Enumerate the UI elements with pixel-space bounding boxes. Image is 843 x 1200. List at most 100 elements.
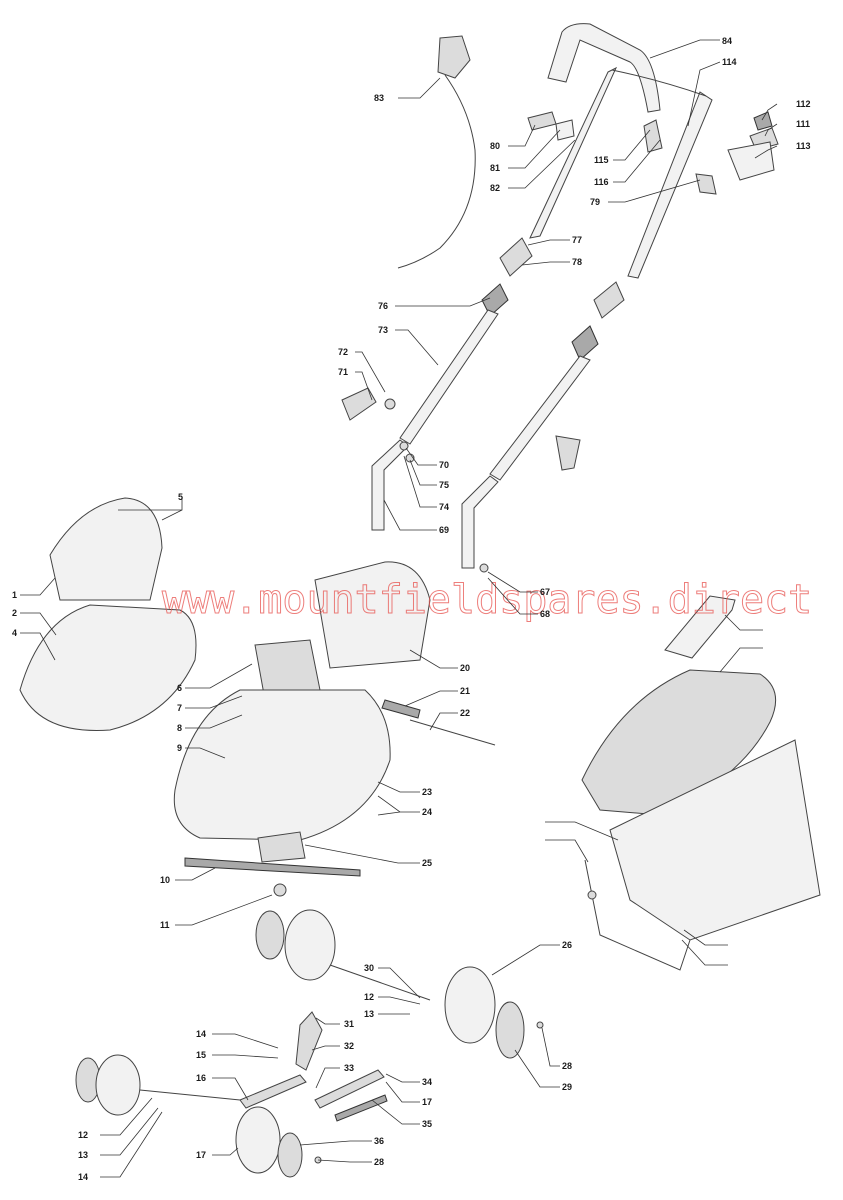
callout-17-left: 16 [196,1073,206,1083]
callout-31: 31 [344,1019,354,1029]
handle-knob-right [555,435,581,471]
callout-20: 20 [460,663,470,673]
callout-66: 72 [338,347,348,357]
callout-75: 81 [490,163,500,173]
callout-68: 74 [439,502,449,512]
callout-16: 15 [196,1050,206,1060]
axle-30 [329,964,431,1001]
callout-77: 83 [374,93,384,103]
grass-box [581,595,821,971]
callout-25: 25 [422,858,432,868]
fan-25 [257,831,306,863]
clamp-right-upper [593,281,625,319]
callout-13-rear: 13 [78,1150,88,1160]
callout-29: 29 [562,1082,572,1092]
callout-32: 32 [344,1041,354,1051]
callout-76: 82 [490,183,500,193]
handle-plate-83 [643,119,663,153]
callout-leaders [20,39,778,1178]
rear-wheel-18 [235,1106,281,1174]
rear-wheel-left [95,1054,141,1116]
callout-33: 33 [344,1063,354,1073]
callout-71: 77 [572,235,582,245]
callout-61: 67 [540,587,550,597]
callout-36: 36 [374,1136,384,1146]
blade-10 [184,857,361,877]
upper-bridge [611,69,707,97]
rod-22 [409,719,496,746]
callout-69: 75 [439,480,449,490]
callout-5: 5 [178,492,183,502]
switch-box-77 [437,35,471,79]
link-bar-17b [314,1069,385,1109]
front-wheel-left [284,909,336,981]
callout-10: 10 [160,875,170,885]
cable-clip-73 [695,173,717,195]
callout-4: 4 [12,628,17,638]
bolt-61 [479,563,489,573]
callout-11: 11 [160,920,170,930]
callout-8: 8 [177,723,182,733]
callout-79: 111 [796,119,810,129]
callout-63: 69 [439,525,449,535]
rear-flap-1 [49,497,163,601]
callout-30: 30 [364,963,374,973]
callout-15: 14 [196,1029,206,1039]
callout-28-rear: 28 [374,1157,384,1167]
wheel-bolt-28a [536,1021,544,1029]
callout-62: 68 [540,609,550,619]
lower-handle-67-right [489,355,591,481]
rear-axle [139,1089,241,1101]
deck-assembly [19,497,496,897]
handle-assembly [341,23,779,573]
box-body [609,739,821,941]
callout-35: 35 [422,1119,432,1129]
height-lever-31 [295,1011,323,1071]
callout-21: 21 [460,686,470,696]
callout-12: 12 [78,1130,88,1140]
blade-bolt-11 [273,883,287,897]
callout-70: 76 [378,301,388,311]
bottom-tube-63-left [371,439,409,531]
switch-cable [397,74,476,269]
callout-80: 112 [796,99,811,109]
front-hub-left [255,910,285,960]
callout-83: 115 [594,155,609,165]
callout-9: 9 [177,743,182,753]
cable-clip-74 [527,111,557,131]
lower-handle-67-left [399,309,499,445]
callout-74: 80 [490,141,500,151]
top-handle-78 [547,23,661,113]
callout-13-front: 12 [364,992,374,1002]
callout-28-front: 28 [562,1061,572,1071]
callout-34: 34 [422,1077,432,1087]
callout-22: 22 [460,708,470,718]
grass-chute-20 [314,561,431,669]
handle-knob-65 [341,387,377,421]
spring-21 [381,699,421,719]
callout-1: 1 [12,590,17,600]
clamp-72 [499,237,533,277]
box-handle-111 [664,595,736,659]
spring-80 [753,111,773,131]
callout-18: 17 [196,1150,206,1160]
cable-tie-75 [555,119,575,141]
callout-2: 2 [12,608,17,618]
callout-14-front: 13 [364,1009,374,1019]
callout-6: 6 [177,683,182,693]
callout-24: 24 [422,807,432,817]
upper-tube-left [529,66,618,239]
callout-78: 84 [722,36,732,46]
callout-26: 26 [562,940,572,950]
callout-14-rear: 14 [78,1172,88,1182]
upper-tube-right [627,91,713,279]
callout-72: 78 [572,257,582,267]
nut-66 [384,398,396,410]
wheel-cap-29 [495,1001,525,1059]
motor-cover-4 [19,604,197,731]
spring-35 [334,1094,388,1122]
callout-65: 71 [338,367,348,377]
wheel-cap-36 [277,1132,303,1178]
bottom-tube-63-right [461,475,499,569]
